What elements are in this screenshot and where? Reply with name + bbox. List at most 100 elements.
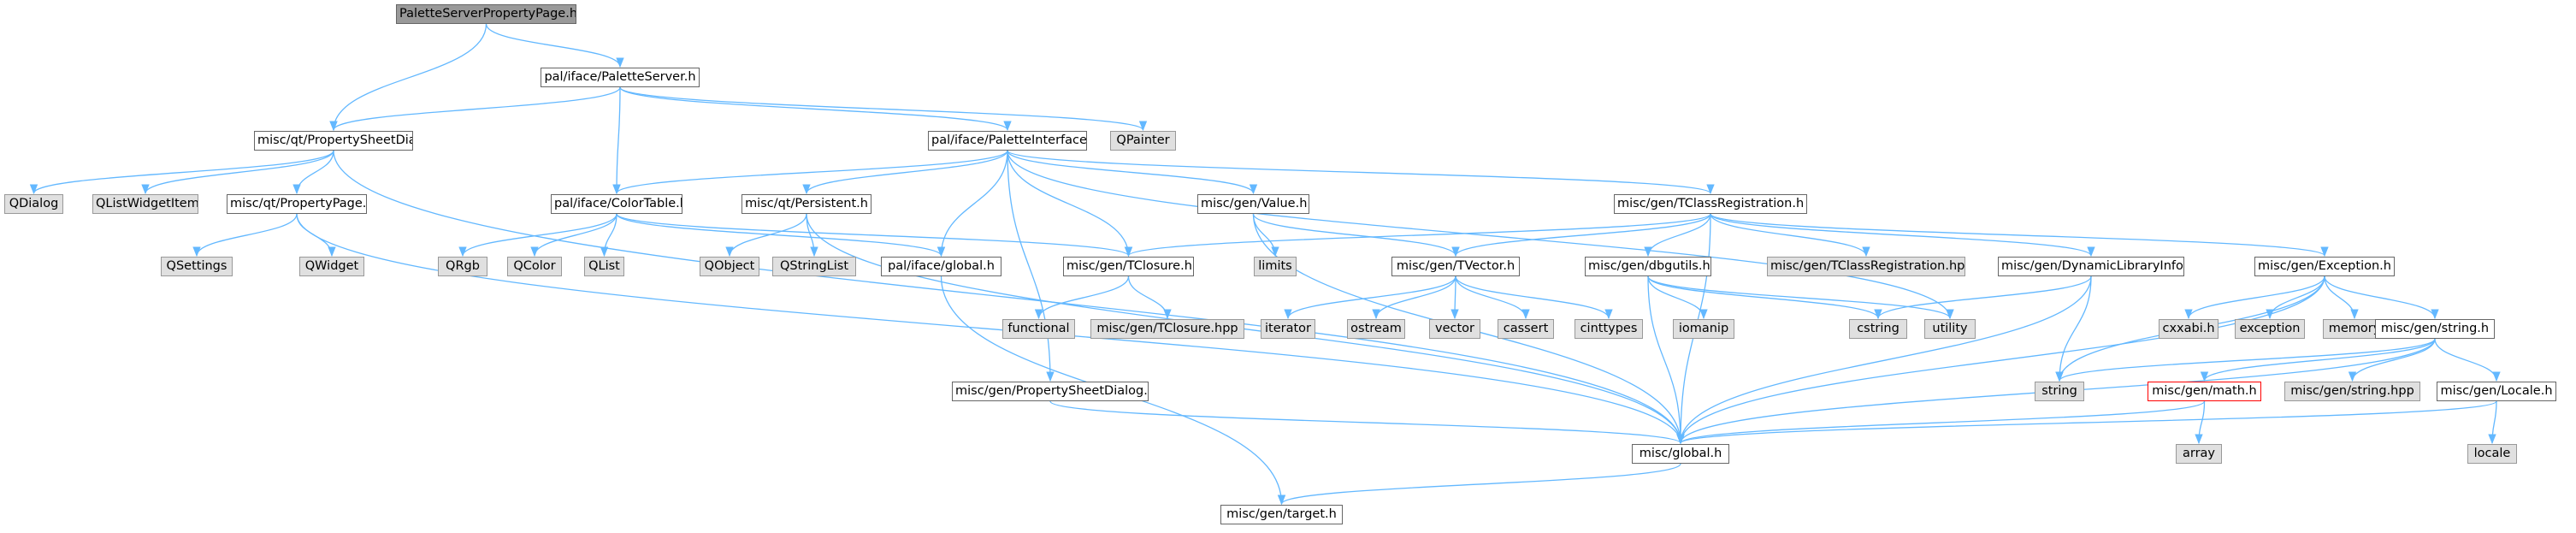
edge-root-to-property-sheet-dialog [329,23,487,132]
edge-palette-interface-to-tclosure [1007,150,1133,258]
edge-property-sheet-dialog-to-misc-global [333,150,1685,445]
node-misc-global[interactable]: misc/global.h [1632,444,1729,464]
node-array[interactable]: array [2176,444,2222,464]
edge-palette-interface-to-pal-global [936,150,1008,258]
node-tclosure-hpp[interactable]: misc/gen/TClosure.hpp [1090,319,1244,339]
node-exception-h[interactable]: misc/gen/Exception.h [2254,257,2395,276]
node-palette-interface[interactable]: pal/iface/PaletteInterface.h [928,131,1087,151]
node-gen-string[interactable]: misc/gen/string.h [2375,319,2495,339]
node-root: PaletteServerPropertyPage.h [396,4,576,24]
node-tvector[interactable]: misc/gen/TVector.h [1391,257,1520,276]
edge-math-to-misc-global [1676,400,2206,445]
edge-tvector-to-ostream [1372,275,1456,320]
node-limits[interactable]: limits [1254,257,1297,276]
edge-persistent-to-qobject [725,213,807,258]
node-locale-h[interactable]: misc/gen/Locale.h [2437,382,2556,401]
node-exception[interactable]: exception [2235,319,2305,339]
node-dynamic-library-info[interactable]: misc/gen/DynamicLibraryInfo.h [1998,257,2184,276]
edge-gen-property-sheet-dialog-to-misc-global [1049,400,1685,445]
node-gen-property-sheet-dialog[interactable]: misc/gen/PropertySheetDialog.h [952,382,1149,401]
edge-tclass-registration-to-tclass-registration-hpp [1710,213,1870,258]
edge-dbgutils-to-cstring [1647,275,1882,320]
node-qstringlist[interactable]: QStringList [772,257,856,276]
node-color-table[interactable]: pal/iface/ColorTable.h [551,194,682,214]
node-qdialog[interactable]: QDialog [4,194,63,214]
edge-palette-server-to-property-sheet-dialog [329,86,621,132]
node-qwidget[interactable]: QWidget [299,257,364,276]
node-tclass-registration[interactable]: misc/gen/TClassRegistration.h [1614,194,1807,214]
edge-gen-string-to-math [2200,338,2436,382]
edge-dbgutils-to-iomanip [1647,275,1708,320]
edge-exception-h-to-gen-string [2324,275,2439,320]
edge-palette-interface-to-color-table [612,150,1008,195]
edge-palette-server-to-qpainter [619,86,1147,132]
edge-palette-interface-to-gen-property-sheet-dialog [1007,150,1055,382]
node-qcolor[interactable]: QColor [507,257,562,276]
edge-dbgutils-to-misc-global [1647,275,1685,445]
node-qpainter[interactable]: QPainter [1110,131,1176,151]
edge-value-to-tvector [1252,213,1460,258]
node-qsettings[interactable]: QSettings [161,257,233,276]
edge-value-to-limits [1252,213,1279,258]
edge-dynamic-library-info-to-misc-global [1676,275,2092,445]
edge-color-table-to-qcolor [530,213,617,258]
node-qlistwidgetitem[interactable]: QListWidgetItem [92,194,198,214]
node-memory[interactable]: memory [2323,319,2386,339]
edge-gen-string-to-string-hpp [2348,338,2436,382]
node-tclass-registration-hpp[interactable]: misc/gen/TClassRegistration.hpp [1767,257,1965,276]
node-qobject[interactable]: QObject [700,257,759,276]
edge-palette-interface-to-utility [1007,150,1954,320]
node-iomanip[interactable]: iomanip [1673,319,1734,339]
node-property-page[interactable]: misc/qt/PropertyPage.h [227,194,367,214]
edge-tvector-to-cassert [1455,275,1530,320]
node-property-sheet-dialog[interactable]: misc/qt/PropertySheetDialog.h [254,131,413,151]
node-locale[interactable]: locale [2467,444,2517,464]
node-cxxabi[interactable]: cxxabi.h [2159,319,2219,339]
edge-palette-interface-to-value [1007,150,1258,195]
node-iterator[interactable]: iterator [1261,319,1315,339]
edge-property-sheet-dialog-to-qdialog [29,150,334,195]
edge-dbgutils-to-utility [1647,275,1954,320]
node-string[interactable]: string [2035,382,2084,401]
node-cassert[interactable]: cassert [1498,319,1554,339]
edge-gen-string-to-locale-h [2434,338,2501,382]
node-ostream[interactable]: ostream [1347,319,1405,339]
node-qrgb[interactable]: QRgb [438,257,487,276]
node-math[interactable]: misc/gen/math.h [2148,382,2261,401]
node-cstring[interactable]: cstring [1849,319,1907,339]
node-pal-global[interactable]: pal/iface/global.h [881,257,1001,276]
node-qlist[interactable]: QList [584,257,624,276]
edge-color-table-to-qlist [600,213,617,258]
edge-palette-server-to-palette-interface [619,86,1012,132]
node-target[interactable]: misc/gen/target.h [1220,505,1343,524]
edge-dynamic-library-info-to-cstring [1874,275,2092,320]
edge-tclass-registration-to-exception-h [1710,213,2329,258]
edge-tvector-to-cinttypes [1455,275,1613,320]
node-functional[interactable]: functional [1002,319,1075,339]
node-vector[interactable]: vector [1429,319,1480,339]
edge-locale-h-to-misc-global [1676,400,2497,445]
edge-tclosure-to-tclosure-hpp [1127,275,1172,320]
node-palette-server[interactable]: pal/iface/PaletteServer.h [541,68,700,87]
edge-color-table-to-qrgb [458,213,617,258]
node-value[interactable]: misc/gen/Value.h [1197,194,1309,214]
node-tclosure[interactable]: misc/gen/TClosure.h [1063,257,1194,276]
edge-property-page-to-qsettings [192,213,298,258]
edge-color-table-to-tclosure [616,213,1132,258]
node-utility[interactable]: utility [1924,319,1976,339]
edge-color-table-to-pal-global [616,213,946,258]
edge-tclass-registration-to-dbgutils [1644,213,1711,258]
edge-exception-h-to-cxxabi [2184,275,2325,320]
edge-tvector-to-vector [1450,275,1459,320]
edge-misc-global-to-target [1278,463,1681,506]
edge-property-page-to-misc-global [296,213,1685,445]
node-string-hpp[interactable]: misc/gen/string.hpp [2284,382,2420,401]
node-cinttypes[interactable]: cinttypes [1575,319,1643,339]
edge-tclass-registration-to-tclosure [1125,213,1711,258]
edge-palette-interface-to-persistent [802,150,1008,195]
node-persistent[interactable]: misc/qt/Persistent.h [741,194,871,214]
edge-tvector-to-iterator [1284,275,1456,320]
node-dbgutils[interactable]: misc/gen/dbgutils.h [1585,257,1711,276]
